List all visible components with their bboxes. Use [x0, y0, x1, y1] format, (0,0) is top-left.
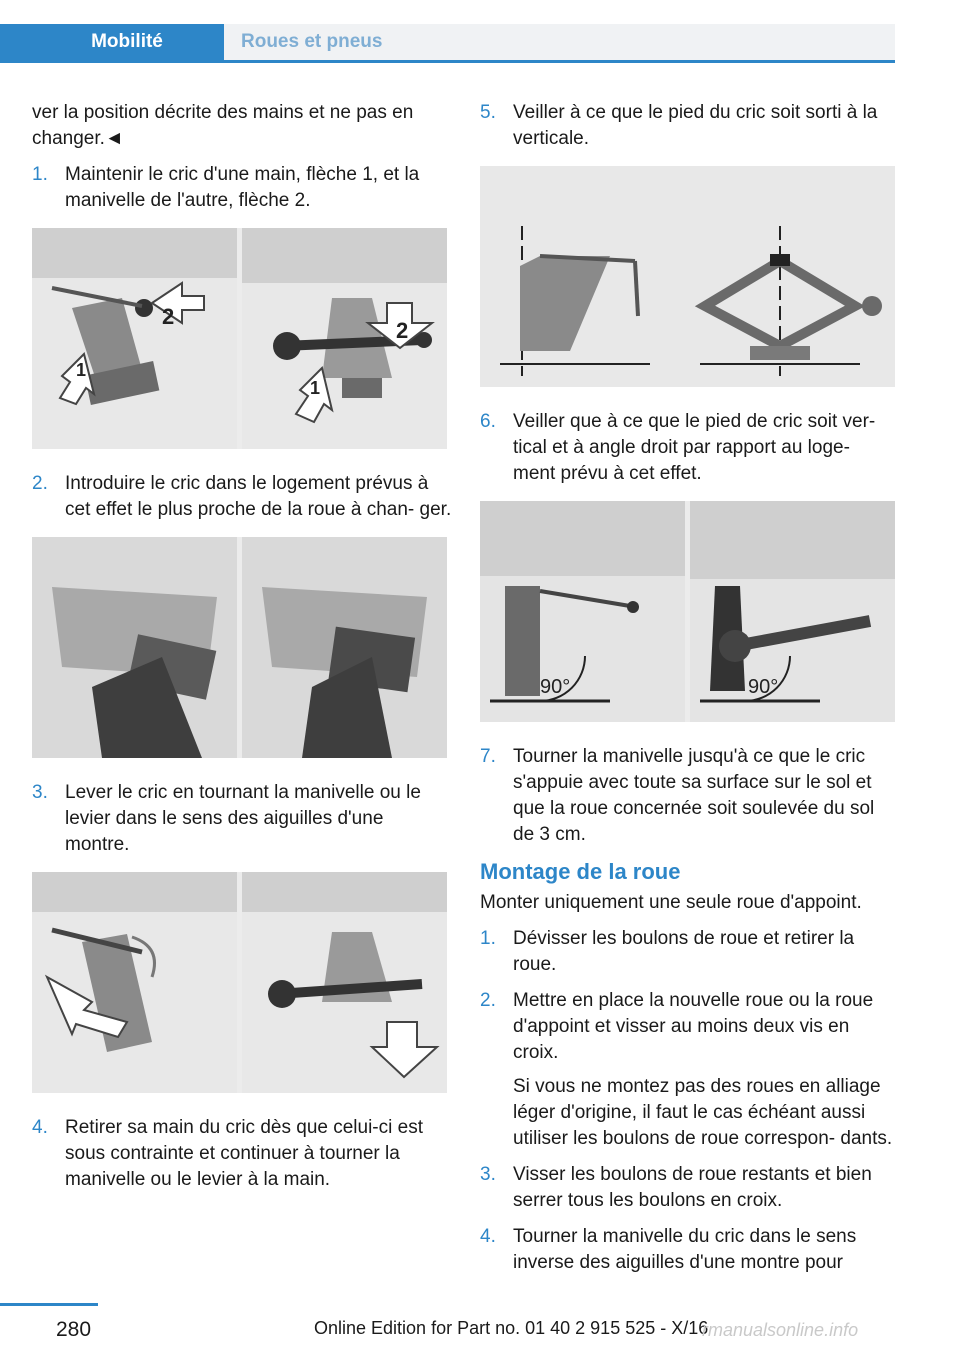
jack-vertical-illustration [480, 166, 895, 387]
step-number: 4. [32, 1117, 48, 1138]
step-5: 5. Veiller à ce que le pied du cric soit… [480, 100, 896, 152]
jack-right-angle-illustration: 90° 90° [480, 501, 895, 722]
watermark: rmanualsonline.info [702, 1320, 859, 1340]
subsection-tab: Roues et pneus [224, 24, 895, 60]
mount-step-4: 4. Tourner la manivelle du cric dans le … [480, 1224, 896, 1276]
figure-insert-jack [32, 537, 447, 758]
figure-right-angle: 90° 90° [480, 501, 895, 722]
arrow-1-label: 1 [76, 360, 86, 380]
page-number: 280 [56, 1318, 92, 1341]
step-number: 2. [32, 473, 48, 494]
mount-step-1: 1. Dévisser les boulons de roue et retir… [480, 926, 896, 978]
step-number: 1. [480, 928, 496, 949]
step-1: 1. Maintenir le cric d'une main, flèche … [32, 162, 452, 214]
figure-vertical-jack [480, 166, 895, 387]
header-rule [0, 60, 895, 63]
section-tab: Mobilité [0, 24, 224, 60]
step-number: 5. [480, 102, 496, 123]
intro-text: ver la position décrite des mains et ne … [32, 102, 414, 149]
section-intro: Monter uniquement une seule roue d'appoi… [480, 892, 862, 913]
arrow-2-label-right: 2 [396, 318, 408, 343]
arrow-2-label: 2 [162, 304, 174, 329]
angle-label-left: 90° [540, 676, 570, 698]
angle-label-right: 90° [748, 676, 778, 698]
step-number: 7. [480, 746, 496, 767]
figure-raise-jack [32, 872, 447, 1093]
step-3: 3. Lever le cric en tournant la manivell… [32, 780, 452, 858]
mount-step-3: 3. Visser les boulons de roue restants e… [480, 1162, 896, 1214]
step-4: 4. Retirer sa main du cric dès que celui… [32, 1115, 452, 1193]
footer-rule [0, 1303, 98, 1306]
step-number: 4. [480, 1226, 496, 1247]
step-number: 6. [480, 411, 496, 432]
step-text: Lever le cric en tournant la manivelle o… [65, 782, 421, 855]
step-text: Maintenir le cric d'une main, flèche 1, … [65, 164, 420, 211]
step-2: 2. Introduire le cric dans le logement p… [32, 471, 452, 523]
step-text: Introduire le cric dans le logement prév… [65, 473, 452, 520]
jack-insert-illustration [32, 537, 447, 758]
step-text: Veiller à ce que le pied du cric soit so… [513, 102, 878, 149]
step-6: 6. Veiller que à ce que le pied de cric … [480, 409, 896, 487]
step-text: Retirer sa main du cric dès que celui-ci… [65, 1117, 423, 1190]
step-body: Mettre en place la nouvelle roue ou la r… [513, 988, 896, 1152]
step-number: 1. [32, 164, 48, 185]
step-text: Mettre en place la nouvelle roue ou la r… [513, 990, 874, 1063]
step-text: Tourner la manivelle jusqu'à ce que le c… [513, 746, 875, 845]
step-note: Si vous ne montez pas des roues en allia… [513, 1076, 893, 1149]
arrow-1-label-right: 1 [310, 378, 320, 398]
mount-step-2: 2. Mettre en place la nouvelle roue ou l… [480, 988, 896, 1152]
page-header: Mobilité Roues et pneus [0, 24, 895, 60]
edition-text: Online Edition for Part no. 01 40 2 915 … [314, 1318, 709, 1338]
jack-raise-illustration [32, 872, 447, 1093]
step-7: 7. Tourner la manivelle jusqu'à ce que l… [480, 744, 896, 848]
figure-hold-jack: 2 1 2 1 [32, 228, 447, 449]
left-column: ver la position décrite des mains et ne … [32, 100, 452, 1203]
step-text: Veiller que à ce que le pied de cric soi… [513, 411, 876, 484]
right-column: 5. Veiller à ce que le pied du cric soit… [480, 100, 896, 1286]
step-text: Dévisser les boulons de roue et retirer … [513, 928, 855, 975]
jack-hold-illustration: 2 1 2 1 [32, 228, 447, 449]
step-text: Visser les boulons de roue restants et b… [513, 1164, 872, 1211]
step-text: Tourner la manivelle du cric dans le sen… [513, 1226, 857, 1273]
step-number: 3. [480, 1164, 496, 1185]
step-number: 3. [32, 782, 48, 803]
section-heading: Montage de la roue [480, 859, 681, 884]
step-number: 2. [480, 990, 496, 1011]
